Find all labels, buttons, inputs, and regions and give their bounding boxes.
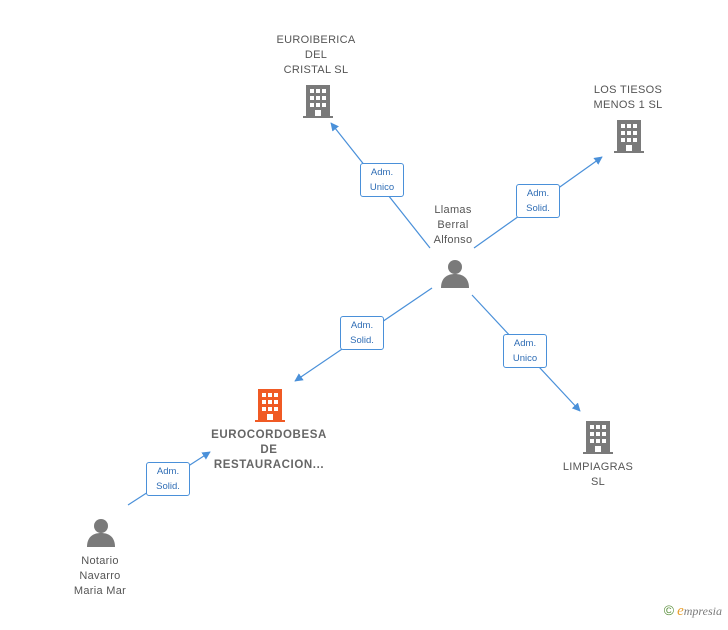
- building-icon[interactable]: [255, 389, 285, 422]
- building-icon[interactable]: [303, 85, 333, 118]
- edge-label-adm-solid: Adm. Solid.: [516, 184, 560, 218]
- copyright-icon: ©: [663, 602, 675, 618]
- node-label-euroiberica[interactable]: EUROIBERICA DEL CRISTAL SL: [276, 34, 356, 76]
- edge-label-adm-solid: Adm. Solid.: [340, 316, 384, 350]
- empresia-logo: © empresia: [664, 602, 722, 620]
- person-icon[interactable]: [440, 259, 470, 288]
- node-label-lostiesos[interactable]: LOS TIESOS MENOS 1 SL: [593, 84, 663, 111]
- node-label-llamas[interactable]: Llamas Berral Alfonso: [433, 204, 473, 246]
- node-label-limpiagras[interactable]: LIMPIAGRAS SL: [562, 461, 634, 488]
- building-icon[interactable]: [583, 421, 613, 454]
- person-icon[interactable]: [86, 518, 116, 547]
- edge-label-adm-unico: Adm. Unico: [360, 163, 404, 197]
- node-label-eurocordobesa[interactable]: EUROCORDOBESA DE RESTAURACION...: [211, 429, 327, 471]
- brand-name: mpresia: [683, 604, 722, 618]
- node-label-notario[interactable]: Notario Navarro Maria Mar: [73, 555, 127, 597]
- building-icon[interactable]: [614, 120, 644, 153]
- brand-initial: e: [677, 603, 684, 619]
- edge-label-adm-solid: Adm. Solid.: [146, 462, 190, 496]
- edge-label-adm-unico: Adm. Unico: [503, 334, 547, 368]
